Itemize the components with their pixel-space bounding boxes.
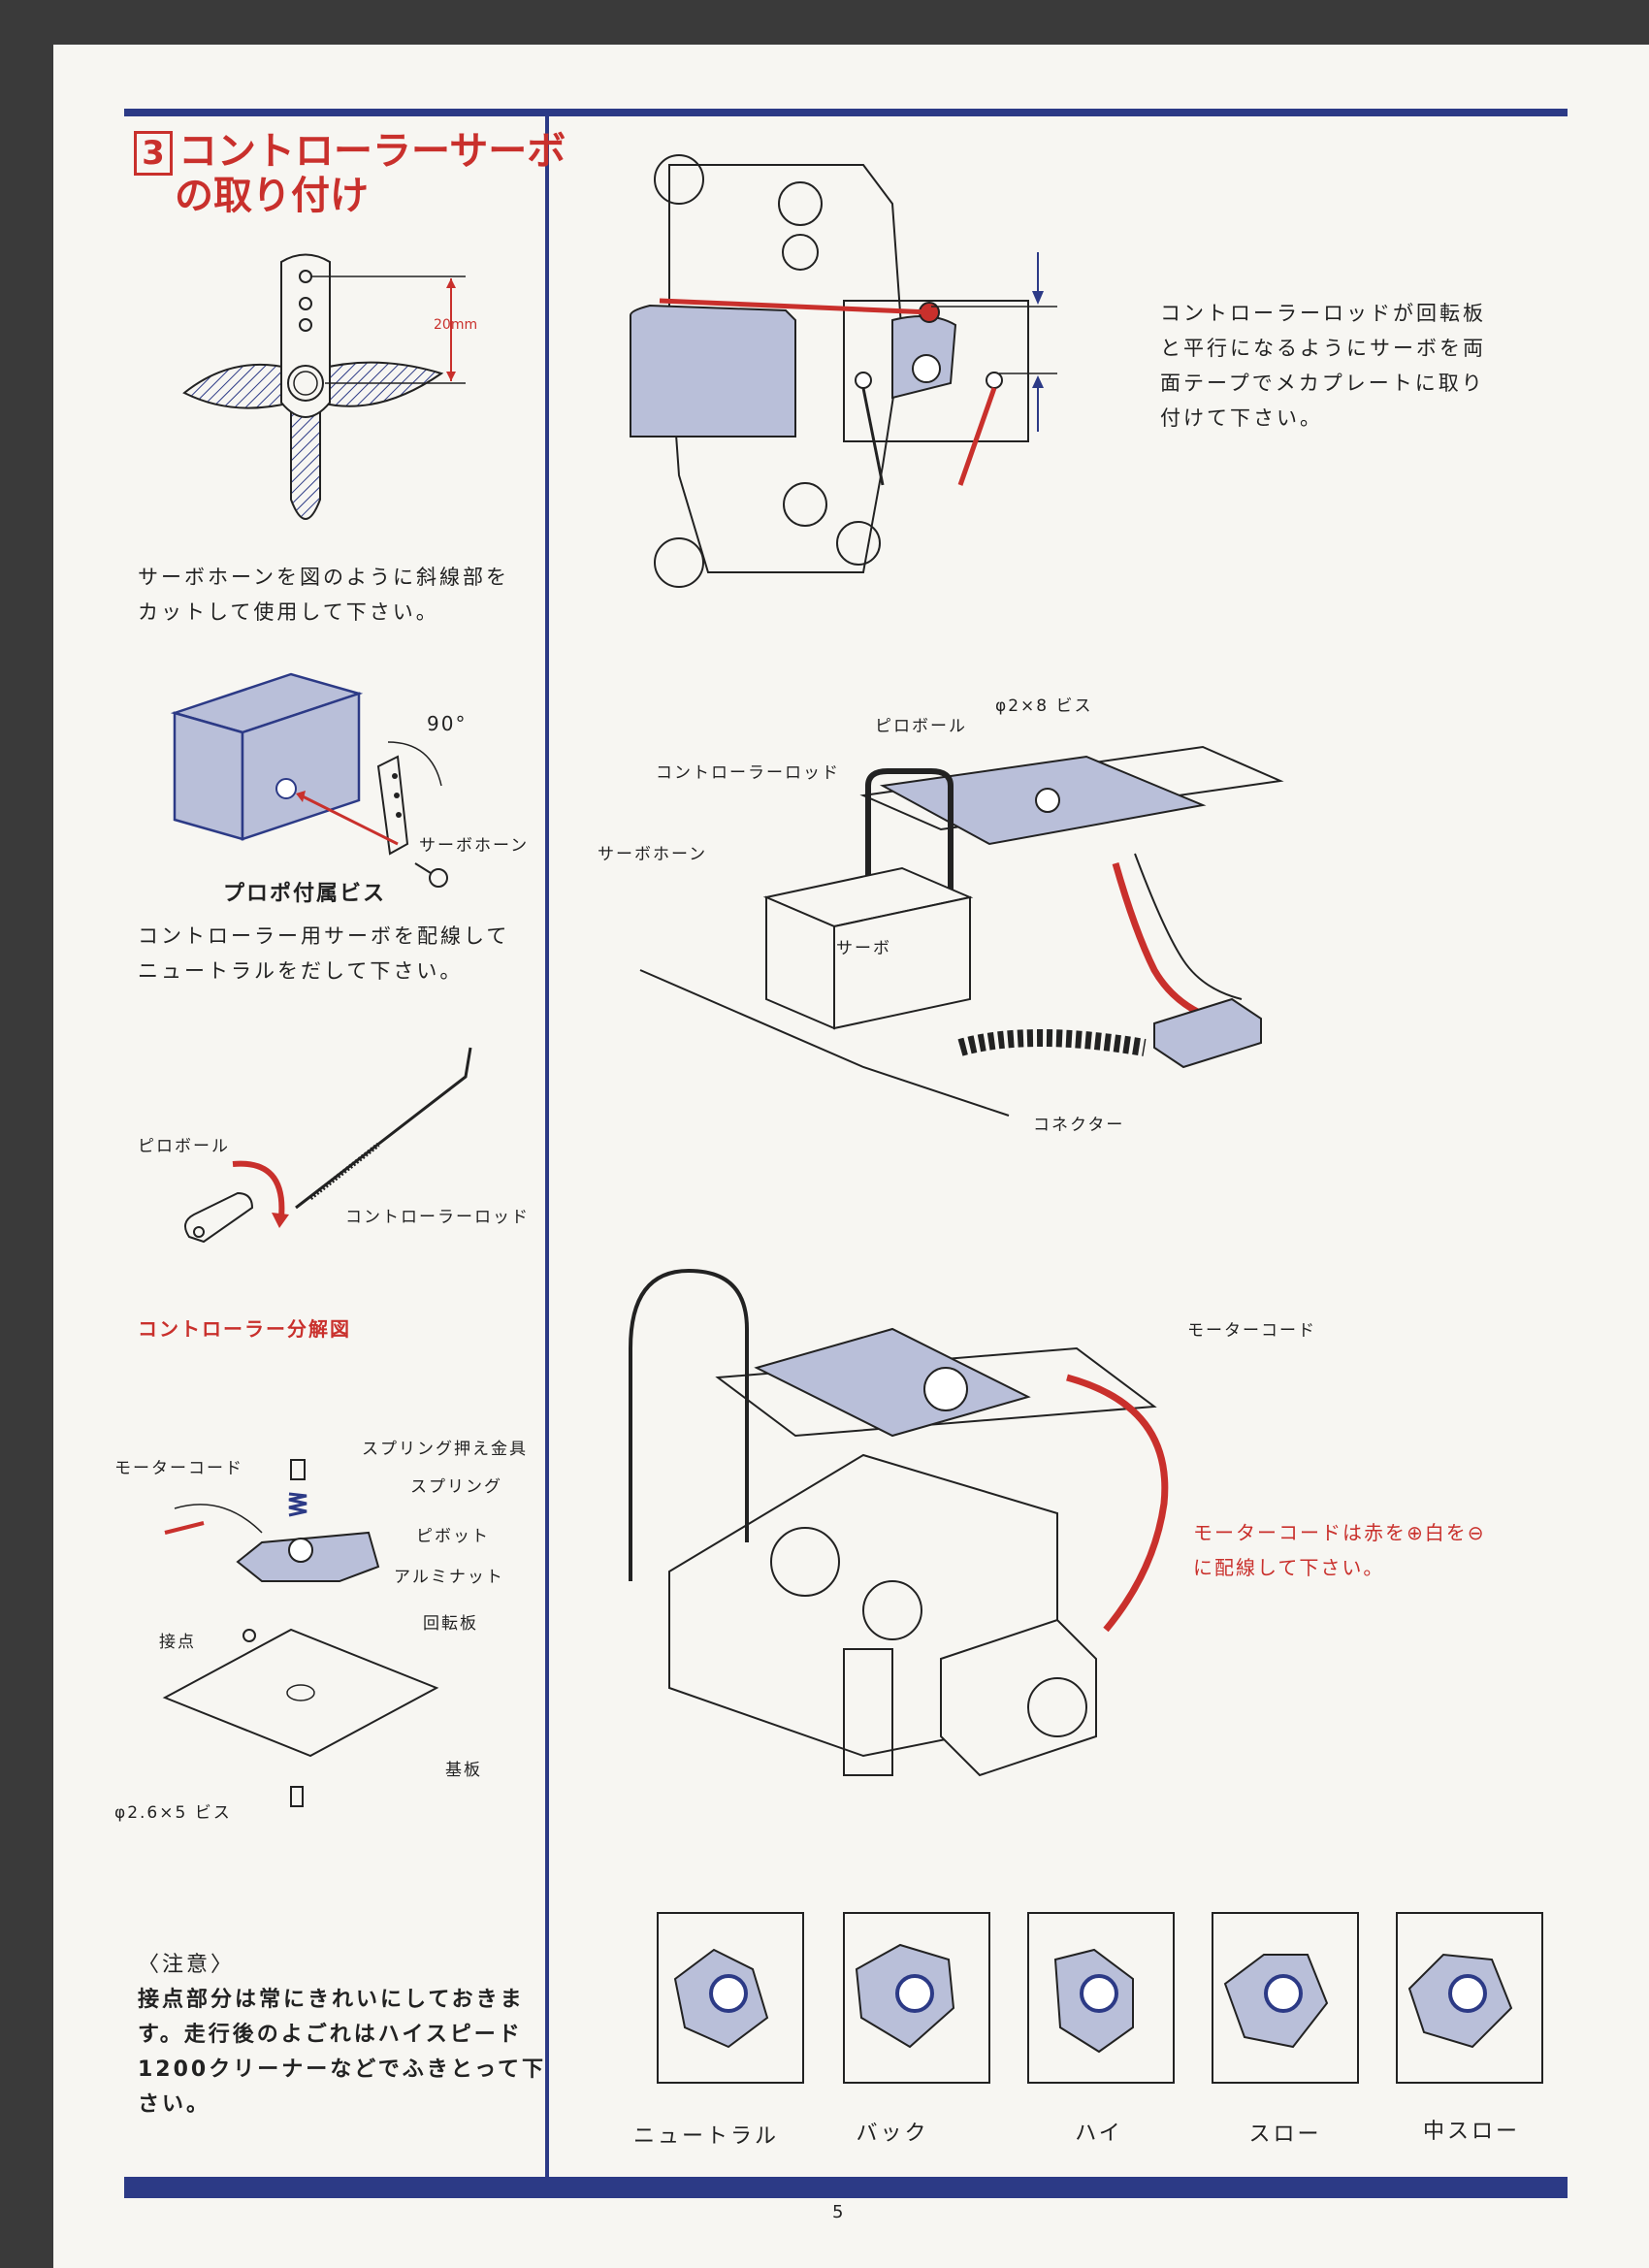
nut-label: アルミナット bbox=[394, 1568, 504, 1587]
servo-mount-diagram bbox=[639, 745, 1284, 1117]
top-right-line-3: 面テープでメカプレートに取り bbox=[1160, 372, 1485, 395]
caution-line-2: す。走行後のよごれはハイスピード bbox=[138, 2023, 523, 2047]
rod-diagram bbox=[184, 1047, 472, 1244]
pillow-ball-label: ピロボール bbox=[138, 1137, 230, 1156]
servo-horn-label: サーボホーン bbox=[419, 836, 530, 856]
panel-mid-slow bbox=[1396, 1912, 1543, 2084]
angle-label: 90° bbox=[427, 712, 468, 735]
servo-assembly-diagram bbox=[170, 672, 448, 888]
mid-horn-label: サーボホーン bbox=[598, 845, 708, 864]
mid-ball-label: ピロボール bbox=[875, 717, 967, 736]
caution-line-3: 1200クリーナーなどでふきとって下 bbox=[138, 2057, 547, 2082]
servo-horn-diagram bbox=[182, 253, 466, 520]
connector-label: コネクター bbox=[1033, 1116, 1125, 1135]
panel-high bbox=[1027, 1912, 1175, 2084]
page-number: 5 bbox=[832, 2202, 846, 2222]
exploded-diagram bbox=[162, 1459, 439, 1807]
section-number: 3 bbox=[134, 131, 173, 176]
section-title-line2: の取り付け bbox=[175, 174, 369, 218]
top-right-line-2: と平行になるようにサーボを両 bbox=[1160, 337, 1486, 360]
contact-label: 接点 bbox=[159, 1633, 196, 1652]
position-neutral: ニュートラル bbox=[633, 2124, 780, 2149]
exploded-motor-cord: モーターコード bbox=[114, 1459, 243, 1478]
panel-back bbox=[843, 1912, 990, 2084]
top-right-line-4: 付けて下さい。 bbox=[1160, 406, 1323, 430]
assembly-caption-2: ニュートラルをだして下さい。 bbox=[138, 959, 464, 983]
horn-caption-2: カットして使用して下さい。 bbox=[138, 600, 439, 624]
mid-rod-label: コントローラーロッド bbox=[656, 763, 840, 783]
wiring-line-1: モーターコードは赤を⊕白を⊖ bbox=[1193, 1521, 1486, 1544]
caution-line-4: さい。 bbox=[138, 2092, 211, 2117]
position-back: バック bbox=[856, 2122, 929, 2146]
top-right-line-1: コントローラーロッドが回転板 bbox=[1160, 302, 1486, 325]
position-panels bbox=[657, 1912, 1543, 2084]
pivot-label: ピボット bbox=[416, 1527, 490, 1546]
position-slow: スロー bbox=[1248, 2122, 1322, 2147]
position-mid-slow: 中スロー bbox=[1422, 2120, 1520, 2144]
exploded-heading: コントローラー分解図 bbox=[138, 1317, 351, 1341]
base-label: 基板 bbox=[445, 1761, 482, 1780]
caution-heading: 〈注意〉 bbox=[138, 1953, 236, 1977]
wiring-line-2: に配線して下さい。 bbox=[1193, 1556, 1385, 1579]
assembly-caption-1: コントローラー用サーボを配線して bbox=[138, 924, 510, 948]
propo-screw-label: プロポ付属ビス bbox=[223, 882, 387, 906]
horn-caption-1: サーボホーンを図のように斜線部を bbox=[138, 566, 509, 589]
column-divider bbox=[545, 116, 549, 2181]
panel-neutral bbox=[657, 1912, 804, 2084]
mid-screw-label: φ2×8 ビス bbox=[995, 697, 1093, 716]
spring-holder-label: スプリング押え金具 bbox=[362, 1440, 528, 1459]
caution-line-1: 接点部分は常にきれいにしておきま bbox=[138, 1988, 525, 2012]
spring-label: スプリング bbox=[410, 1477, 502, 1497]
mid-servo-label: サーボ bbox=[836, 939, 891, 958]
top-rule bbox=[124, 109, 1568, 116]
rod-label: コントローラーロッド bbox=[345, 1208, 530, 1227]
panel-slow bbox=[1212, 1912, 1359, 2084]
mech-plate-diagram bbox=[630, 154, 1057, 588]
bottom-rule bbox=[124, 2177, 1568, 2198]
horn-dimension: 20mm bbox=[434, 317, 478, 333]
screw-label: φ2.6×5 ビス bbox=[114, 1803, 232, 1823]
lower-motor-cord: モーターコード bbox=[1187, 1321, 1316, 1341]
position-high: ハイ bbox=[1075, 2122, 1123, 2146]
motor-wiring-diagram bbox=[629, 1268, 1169, 1777]
plate-label: 回転板 bbox=[423, 1614, 478, 1634]
